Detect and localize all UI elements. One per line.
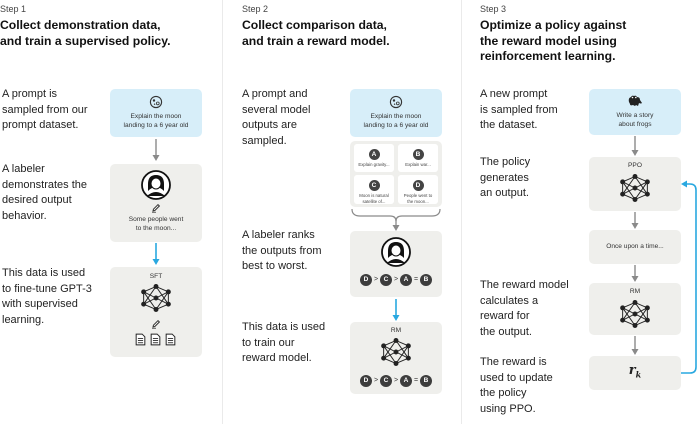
step3-arrow-4 — [631, 336, 639, 355]
reward-symbol: rk — [589, 363, 681, 380]
ppo-label: PPO — [628, 162, 642, 169]
step3-label: Step 3 — [480, 4, 507, 14]
output-letter-c: C — [368, 180, 380, 191]
document-icon — [150, 333, 161, 346]
step3-prompt-box: Write a story about frogs — [589, 89, 681, 135]
step2-ranking-row: D>C>A=B — [350, 274, 442, 287]
output-card-a: A Explain gravity... — [354, 144, 394, 172]
step2-bracket-arrow — [351, 208, 441, 231]
step3-reward-box: rk — [589, 356, 681, 390]
step1-desc-prompt: A prompt is sampled from our prompt data… — [2, 88, 88, 131]
step1-arrow-1 — [152, 139, 160, 161]
neural-network-icon — [378, 337, 414, 367]
rank-op: = — [413, 377, 419, 384]
step3-feedback-loop-arrow — [681, 180, 697, 374]
rank-c: C — [380, 274, 392, 286]
labeler-avatar-icon — [381, 237, 411, 267]
step3-rm-box: RM — [589, 283, 681, 335]
step3-desc-reward-model: The reward model calculates a reward for… — [480, 279, 569, 338]
output-card-c: C Moon is natural satellite of... — [354, 175, 394, 204]
rank-op: > — [393, 377, 399, 384]
moon-icon — [389, 95, 403, 109]
rank-a: A — [400, 274, 412, 286]
step3-column: Step 3 Optimize a policy against the rew… — [461, 0, 700, 424]
labeler-avatar-icon — [141, 170, 171, 200]
pencil-icon — [151, 319, 161, 329]
reward-subscript: k — [635, 369, 642, 380]
rank-op: = — [413, 276, 419, 283]
step1-sft-box: SFT — [110, 267, 202, 357]
rank-d: D — [360, 274, 372, 286]
step2-prompt-text: Explain the moon landing to a 6 year old — [363, 113, 429, 129]
output-letter-b: B — [412, 149, 424, 160]
rank-c: C — [380, 375, 392, 387]
step3-ppo-box: PPO — [589, 157, 681, 211]
rank-b: B — [420, 274, 432, 286]
output-text-a: Explain gravity... — [358, 162, 390, 167]
step2-desc-ranks: A labeler ranks the outputs from best to… — [242, 229, 322, 272]
neural-network-icon — [138, 283, 174, 313]
step1-demonstration-box: Some people went to the moon... — [110, 164, 202, 242]
step3-arrow-1 — [631, 136, 639, 156]
step1-prompt-text: Explain the moon landing to a 6 year old — [123, 113, 189, 129]
step3-arrow-3 — [631, 265, 639, 282]
step2-rm-ranking-row: D>C>A=B — [350, 375, 442, 388]
step3-desc-prompt: A new prompt is sampled from the dataset… — [480, 88, 558, 131]
step2-desc-sampled: A prompt and several model outputs are s… — [242, 88, 311, 147]
step3-desc-update: The reward is used to update the policy … — [480, 356, 553, 415]
step1-heading: Collect demonstration data, and train a … — [0, 18, 171, 48]
moon-icon — [149, 95, 163, 109]
step2-heading: Collect comparison data, and train a rew… — [242, 18, 390, 48]
document-icon — [165, 333, 176, 346]
step2-prompt-box: Explain the moon landing to a 6 year old — [350, 89, 442, 137]
step1-arrow-2 — [152, 243, 160, 265]
rm-label: RM — [390, 327, 402, 334]
rank-d: D — [360, 375, 372, 387]
output-card-d: D People went to the moon... — [398, 175, 438, 204]
step2-arrow — [392, 299, 400, 321]
output-text-c: Moon is natural satellite of... — [359, 193, 389, 204]
rank-a: A — [400, 375, 412, 387]
step2-outputs-box: A Explain gravity... B Explain war... C … — [350, 141, 442, 207]
neural-network-icon — [617, 299, 653, 329]
step2-rm-box: RM D>C>A=B — [350, 322, 442, 394]
neural-network-icon — [617, 173, 653, 203]
reward-letter: r — [628, 363, 636, 378]
rank-op: > — [373, 276, 379, 283]
step3-prompt-text: Write a story about frogs — [616, 112, 654, 128]
output-text-b: Explain war... — [405, 162, 431, 167]
step1-desc-finetune: This data is used to fine-tune GPT-3 wit… — [2, 267, 92, 326]
step3-heading: Optimize a policy against the reward mod… — [480, 18, 627, 63]
rank-op: > — [393, 276, 399, 283]
output-text-d: People went to the moon... — [403, 193, 433, 204]
step3-arrow-2 — [631, 212, 639, 229]
step3-desc-policy: The policy generates an output. — [480, 156, 531, 199]
rm-label: RM — [629, 288, 641, 295]
output-letter-d: D — [412, 180, 424, 191]
step2-ranking-box: D>C>A=B — [350, 231, 442, 297]
step1-desc-labeler: A labeler demonstrates the desired outpu… — [2, 163, 87, 222]
step1-column: Step 1 Collect demonstration data, and t… — [0, 0, 222, 424]
step2-label: Step 2 — [242, 4, 269, 14]
step2-desc-train: This data is used to train our reward mo… — [242, 321, 326, 364]
step1-demo-text: Some people went to the moon... — [128, 216, 184, 232]
sft-label: SFT — [149, 273, 163, 280]
rank-b: B — [420, 375, 432, 387]
step3-output-box: Once upon a time... — [589, 230, 681, 264]
document-icon — [135, 333, 146, 346]
pencil-icon — [151, 203, 161, 213]
frog-icon — [627, 94, 643, 108]
rank-op: > — [373, 377, 379, 384]
output-card-b: B Explain war... — [398, 144, 438, 172]
step1-prompt-box: Explain the moon landing to a 6 year old — [110, 89, 202, 137]
step3-output-text: Once upon a time... — [606, 243, 664, 250]
output-letter-a: A — [368, 149, 380, 160]
step1-label: Step 1 — [0, 4, 27, 14]
step2-column: Step 2 Collect comparison data, and trai… — [222, 0, 461, 424]
